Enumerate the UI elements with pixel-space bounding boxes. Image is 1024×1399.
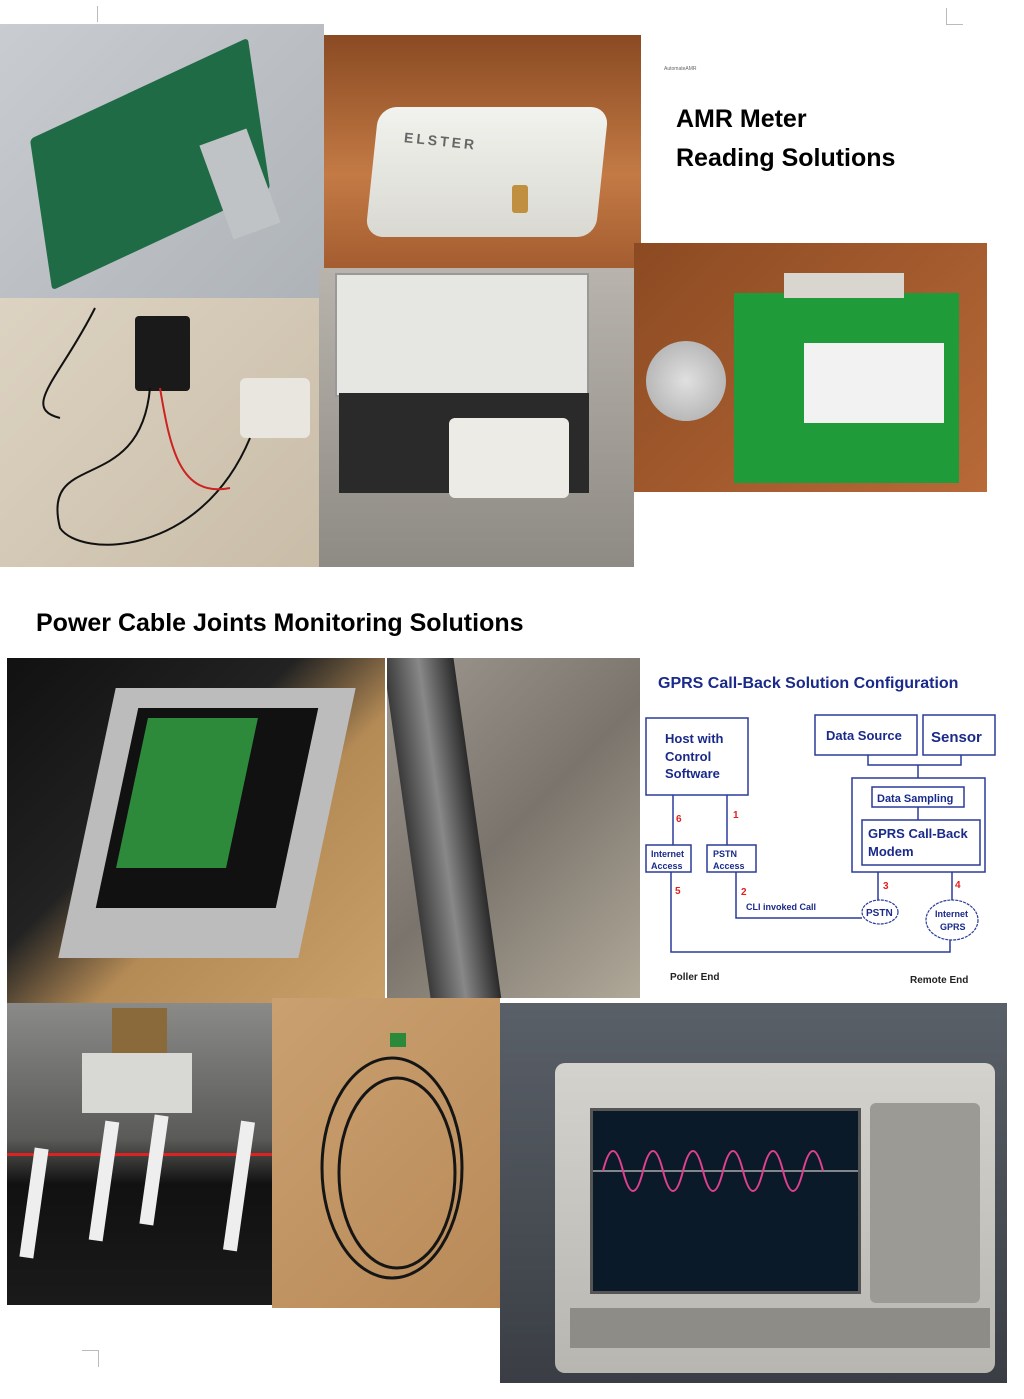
photo-lab-bench bbox=[7, 1003, 272, 1305]
photo-cable-ground bbox=[387, 658, 640, 998]
pstn-access-line2: Access bbox=[713, 861, 745, 871]
section-title: Power Cable Joints Monitoring Solutions bbox=[36, 609, 524, 637]
internet-access-line2: Access bbox=[651, 861, 683, 871]
pstn-cloud-label: PSTN bbox=[866, 908, 893, 919]
step-2: 2 bbox=[741, 887, 747, 898]
step-3: 3 bbox=[883, 881, 889, 892]
photo-oscilloscope bbox=[500, 1003, 1007, 1383]
step-4: 4 bbox=[955, 880, 961, 891]
cli-call-label: CLI invoked Call bbox=[746, 902, 816, 912]
photo-elster-modem: ELSTER bbox=[324, 35, 641, 268]
pstn-access-line1: PSTN bbox=[713, 849, 737, 859]
host-line1: Host with bbox=[665, 731, 724, 746]
step-1: 1 bbox=[733, 810, 739, 821]
photo-enclosure-box bbox=[7, 658, 385, 1003]
host-line3: Software bbox=[665, 766, 720, 781]
modem-line1: GPRS Call-Back bbox=[868, 826, 968, 841]
host-line2: Control bbox=[665, 749, 711, 764]
amr-title-line1: AMR Meter bbox=[676, 105, 807, 133]
gprs-callback-diagram: GPRS Call-Back Solution Configuration Ho… bbox=[640, 660, 1000, 1000]
step-6: 6 bbox=[676, 814, 682, 825]
poller-end-label: Poller End bbox=[670, 972, 719, 983]
modem-line2: Modem bbox=[868, 844, 914, 859]
photo-cable-kit bbox=[0, 298, 319, 567]
photo-coiled-cable bbox=[272, 998, 500, 1308]
small-label: AutomateAMR bbox=[664, 66, 697, 72]
internet-access-line1: Internet bbox=[651, 849, 684, 859]
photo-electric-meter bbox=[319, 268, 634, 567]
diagram-title: GPRS Call-Back Solution Configuration bbox=[658, 675, 958, 692]
photo-gprs-module-coin bbox=[634, 243, 987, 492]
crop-mark bbox=[97, 6, 98, 22]
data-source-label: Data Source bbox=[826, 728, 902, 743]
internet-cloud-line2: GPRS bbox=[940, 922, 966, 932]
amr-title-line2: Reading Solutions bbox=[676, 144, 896, 172]
internet-cloud-line1: Internet bbox=[935, 909, 968, 919]
crop-mark bbox=[82, 1350, 99, 1367]
remote-end-label: Remote End bbox=[910, 975, 968, 986]
photo-pcb-board bbox=[0, 24, 324, 298]
step-5: 5 bbox=[675, 886, 681, 897]
crop-mark bbox=[946, 8, 963, 25]
sensor-label: Sensor bbox=[931, 729, 982, 746]
data-sampling-label: Data Sampling bbox=[877, 793, 953, 805]
